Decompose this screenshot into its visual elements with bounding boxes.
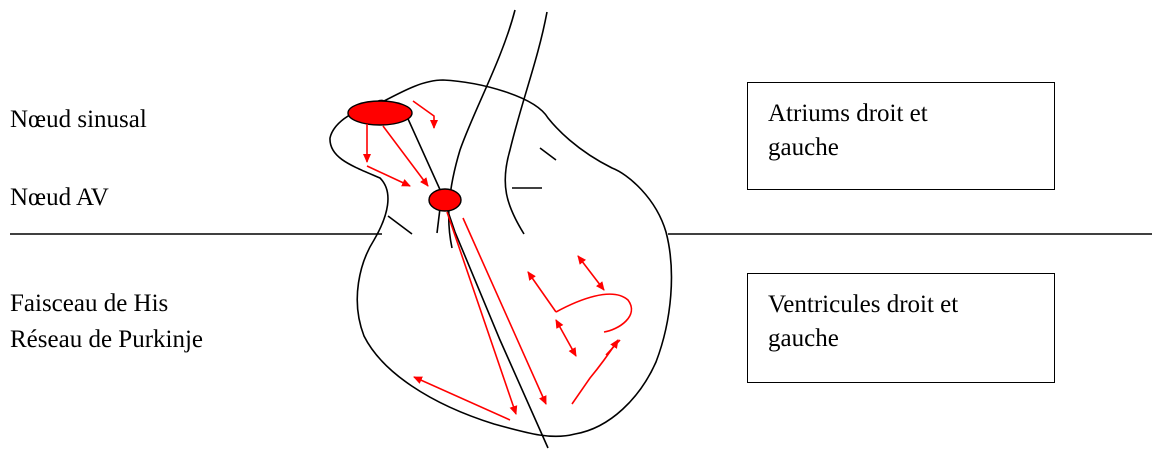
valve-tick-upper xyxy=(540,148,556,160)
arrow-purkinje-upper xyxy=(528,272,556,312)
vessel-left-wall xyxy=(449,10,515,248)
arrow-purkinje-left xyxy=(414,377,510,420)
sinus-node-ellipse xyxy=(348,101,412,125)
septum-line xyxy=(404,110,548,448)
av-node-ellipse xyxy=(429,189,461,211)
heart-outline xyxy=(330,80,671,436)
ventricular-conduction-arrows xyxy=(414,212,631,420)
arrow-purkinje-top xyxy=(578,256,604,290)
arrow-his-right xyxy=(463,218,546,404)
purkinje-loop xyxy=(556,294,631,332)
arrow-purkinje-diag xyxy=(556,320,576,356)
valve-tick-left xyxy=(388,216,412,234)
arrow-left-atrium xyxy=(413,101,434,128)
vessel-right-wall xyxy=(505,12,547,234)
arrow-purkinje-right-tip xyxy=(606,340,620,355)
